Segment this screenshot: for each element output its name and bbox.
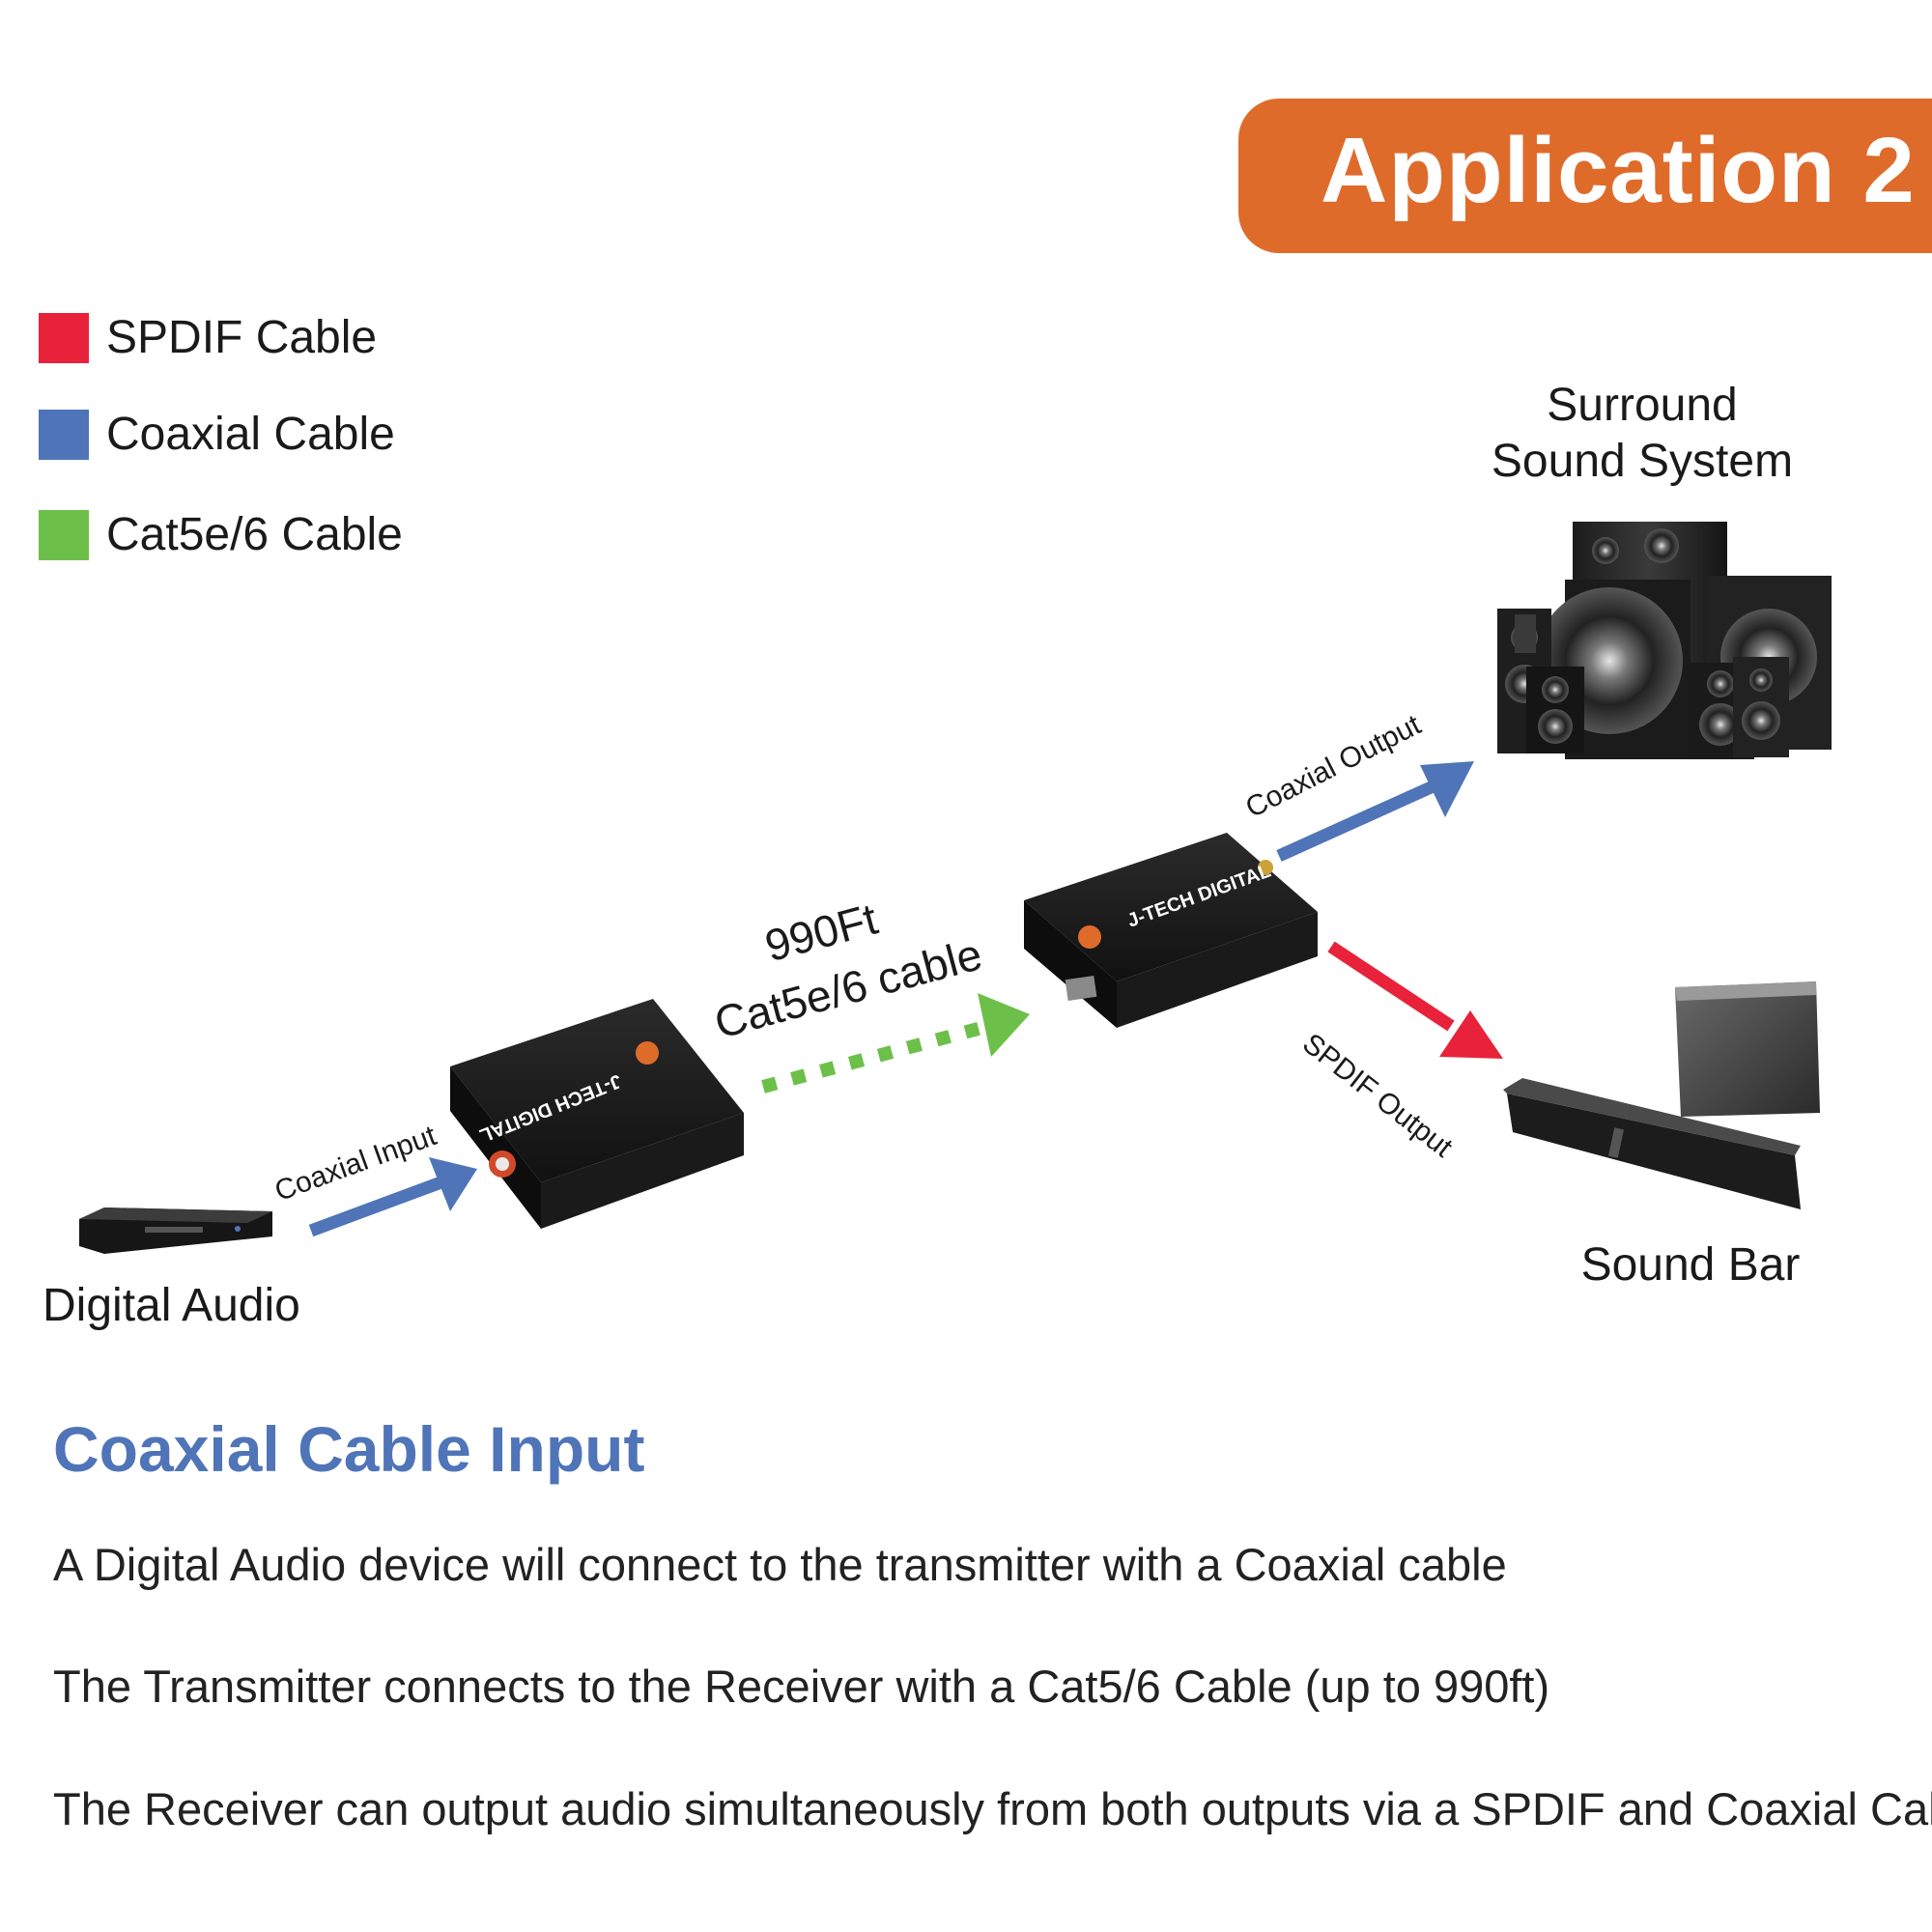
legend-label-coaxial: Coaxial Cable [106, 409, 395, 460]
jtech-logo-icon-receiver [1078, 925, 1101, 949]
coaxial-output-arrow [1276, 761, 1474, 862]
digital-audio-device [79, 1208, 272, 1254]
application-banner: Application 2 [1238, 99, 1932, 253]
transmitter-device: J-TECH DIGITAL [450, 999, 744, 1229]
jtech-logo-icon [636, 1041, 659, 1065]
description-line-1: A Digital Audio device will connect to t… [53, 1539, 1507, 1590]
legend-swatch-cat5 [39, 510, 89, 560]
section-heading: Coaxial Cable Input [53, 1413, 645, 1485]
surround-sound-system [1497, 522, 1832, 759]
legend-swatch-spdif [39, 313, 89, 363]
legend-swatch-coaxial [39, 410, 89, 460]
surround-label-line1: Surround [1547, 380, 1738, 431]
sound-bar-system [1503, 981, 1820, 1209]
surround-label-line2: Sound System [1491, 436, 1794, 487]
banner-title: Application 2 [1321, 119, 1916, 222]
digital-audio-label: Digital Audio [43, 1280, 300, 1331]
legend-label-spdif: SPDIF Cable [106, 312, 378, 363]
spdif-output-arrow [1327, 941, 1503, 1059]
cat5-cable-arrow [761, 993, 1030, 1094]
legend-label-cat5: Cat5e/6 Cable [106, 509, 403, 560]
sound-bar-label: Sound Bar [1580, 1239, 1801, 1291]
receiver-device: J-TECH DIGITAL [1024, 833, 1318, 1028]
description-line-2: The Transmitter connects to the Receiver… [53, 1661, 1550, 1712]
coaxial-input-arrow [308, 1157, 477, 1237]
description-line-3: The Receiver can output audio simultaneo… [53, 1783, 1932, 1834]
